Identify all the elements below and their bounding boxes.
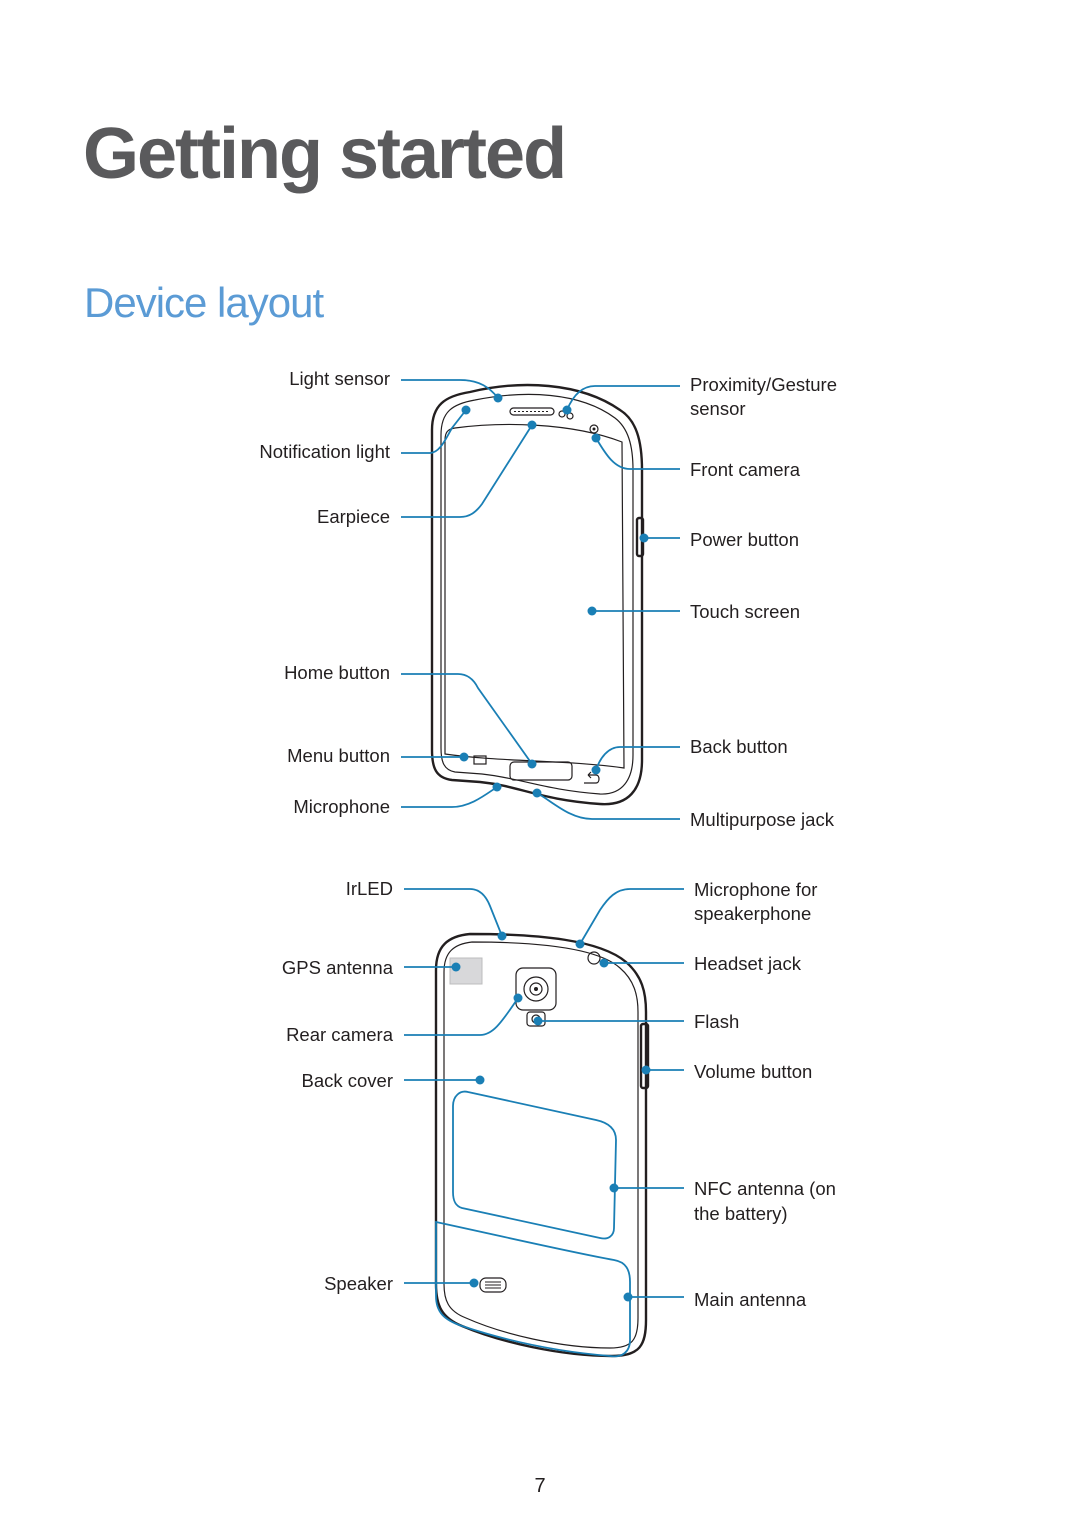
label-nfc-antenna-line1: NFC antenna (on: [694, 1178, 836, 1199]
label-nfc-antenna-line2: the battery): [694, 1203, 788, 1224]
label-home-button: Home button: [284, 662, 390, 683]
label-proximity-sensor-line1: Proximity/Gesture: [690, 374, 837, 395]
back-right-leaders: [533, 888, 684, 1302]
back-device-illustration: [434, 932, 650, 1358]
label-back-button: Back button: [690, 736, 788, 757]
label-main-antenna: Main antenna: [694, 1289, 807, 1310]
label-proximity-sensor-line2: sensor: [690, 398, 746, 419]
back-left-labels: IrLED GPS antenna Rear camera Back cover…: [282, 878, 394, 1294]
section-title: Device layout: [84, 279, 324, 326]
front-left-leaders: [401, 379, 537, 808]
label-flash: Flash: [694, 1011, 739, 1032]
label-volume-button: Volume button: [694, 1061, 812, 1082]
label-multipurpose-jack: Multipurpose jack: [690, 809, 835, 830]
label-touch-screen: Touch screen: [690, 601, 800, 622]
label-menu-button: Menu button: [287, 745, 390, 766]
label-back-cover: Back cover: [301, 1070, 393, 1091]
front-right-leaders: [532, 385, 680, 820]
label-headset-jack: Headset jack: [694, 953, 802, 974]
label-mic-speakerphone-line2: speakerphone: [694, 903, 811, 924]
label-power-button: Power button: [690, 529, 799, 550]
label-rear-camera: Rear camera: [286, 1024, 394, 1045]
back-left-leaders: [404, 888, 523, 1288]
label-front-camera: Front camera: [690, 459, 801, 480]
front-left-labels: Light sensor Notification light Earpiece…: [259, 368, 390, 817]
page-title: Getting started: [83, 114, 567, 194]
label-notification-light: Notification light: [259, 441, 390, 462]
label-light-sensor: Light sensor: [289, 368, 390, 389]
label-irled: IrLED: [346, 878, 393, 899]
label-mic-speakerphone-line1: Microphone for: [694, 879, 817, 900]
label-microphone: Microphone: [293, 796, 390, 817]
label-earpiece: Earpiece: [317, 506, 390, 527]
label-gps-antenna: GPS antenna: [282, 957, 394, 978]
label-speaker: Speaker: [324, 1273, 393, 1294]
front-device-illustration: [430, 383, 645, 806]
page-number: 7: [534, 1475, 546, 1497]
back-right-labels: Microphone for speakerphone Headset jack…: [694, 879, 836, 1310]
front-right-labels: Proximity/Gesture sensor Front camera Po…: [690, 374, 837, 830]
